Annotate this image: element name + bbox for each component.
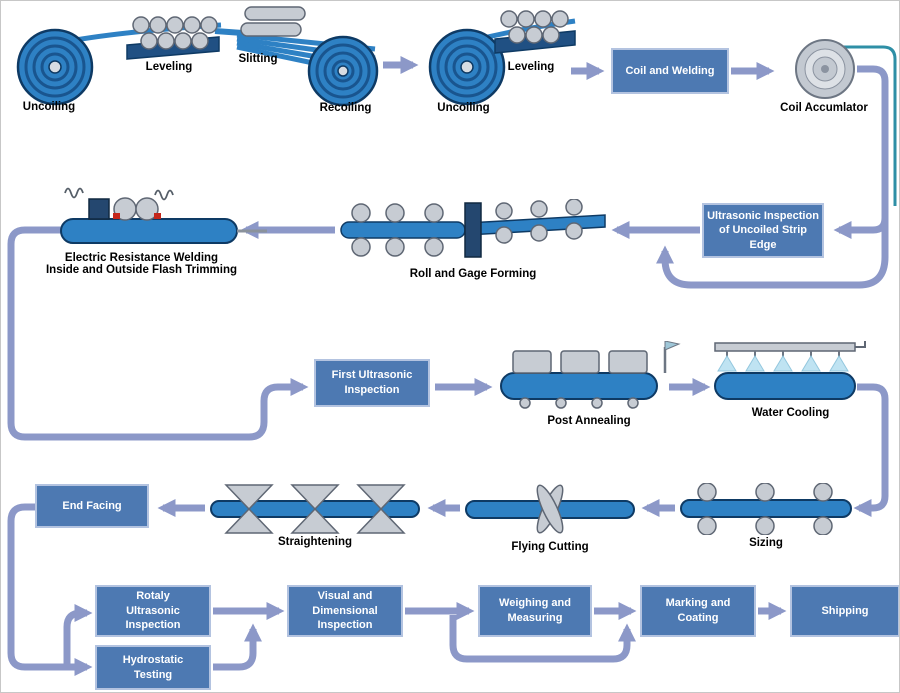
connector-accumulator-to-ultrasonic-edge xyxy=(833,65,889,240)
formed-tube xyxy=(340,221,466,239)
label-water-cooling: Water Cooling xyxy=(751,407,830,419)
uncoiling-coil-1 xyxy=(16,28,94,106)
straightening-rolls xyxy=(224,484,406,534)
leveling-rollers-1 xyxy=(126,16,220,60)
recoiling-coil xyxy=(307,35,379,107)
box-weighing-measuring: Weighing and Measuring xyxy=(478,585,592,637)
electric-resistance-welding-illustration xyxy=(60,187,267,244)
support-wheels xyxy=(519,397,639,409)
box-visual-dimensional-inspection: Visual and Dimensional Inspection xyxy=(287,585,403,637)
box-shipping: Shipping xyxy=(790,585,899,637)
connector-hydrostatic-merge xyxy=(213,623,263,671)
label-uncoiling-2: Uncoiling xyxy=(437,102,490,114)
label-roll-gage-forming: Roll and Gage Forming xyxy=(409,268,537,280)
cutting-discs xyxy=(536,484,564,534)
connector-end-facing-to-hydrostatic xyxy=(7,503,93,677)
label-leveling-1: Leveling xyxy=(145,61,193,73)
sizing-rollers xyxy=(697,483,833,535)
label-sizing: Sizing xyxy=(749,537,783,549)
strip-line-accumulator xyxy=(813,45,897,206)
label-erw-line2: Inside and Outside Flash Trimming xyxy=(45,264,238,276)
sizing-pipe xyxy=(680,499,852,518)
cooling-pipe xyxy=(714,372,856,400)
annealing-pipe xyxy=(500,372,658,400)
slitting-rollers xyxy=(240,6,306,37)
label-erw: Electric Resistance Welding Inside and O… xyxy=(19,252,264,276)
welded-pipe xyxy=(60,218,238,244)
connector-water-cooling-to-sizing xyxy=(853,383,889,518)
spray-nozzles xyxy=(717,351,849,372)
temperature-sensor xyxy=(663,341,681,373)
sizing-illustration xyxy=(680,483,852,535)
connector-erw-to-first-ultrasonic xyxy=(7,226,309,441)
box-end-facing: End Facing xyxy=(35,484,149,528)
label-recoiling: Recoiling xyxy=(319,102,372,114)
label-post-annealing: Post Annealing xyxy=(547,415,631,427)
welding-equipment xyxy=(64,187,174,221)
fin-pass-stand xyxy=(464,202,482,258)
straightening-illustration xyxy=(210,484,420,534)
label-uncoiling-1: Uncoiling xyxy=(22,101,76,113)
induction-heaters xyxy=(512,350,648,374)
box-rotary-ultrasonic-inspection: Rotaly Ultrasonic Inspection xyxy=(95,585,211,637)
forming-rollers xyxy=(351,199,583,257)
post-annealing-illustration xyxy=(500,341,681,409)
uncoiling-leveling-slitting-recoiling-illustration xyxy=(16,6,379,107)
spray-bar-feed xyxy=(855,341,866,348)
uncoiling-coil-2 xyxy=(428,28,506,106)
connector-loop-under-weighing xyxy=(449,615,637,663)
box-hydrostatic-testing: Hydrostatic Testing xyxy=(95,645,211,690)
label-erw-line1: Electric Resistance Welding xyxy=(64,252,219,264)
box-marking-coating: Marking and Coating xyxy=(640,585,756,637)
coil-accumulator-illustration xyxy=(795,39,855,99)
label-flying-cutting: Flying Cutting xyxy=(511,541,589,553)
connector-loop-under-ultrasonic-edge xyxy=(655,215,889,289)
flying-cutting-illustration xyxy=(465,484,635,534)
water-cooling-illustration xyxy=(714,341,866,400)
box-ultrasonic-strip-edge: Ultrasonic Inspection of Uncoiled Strip … xyxy=(702,203,824,258)
leveling-rollers-2 xyxy=(494,10,576,54)
connector-branch-to-rotary xyxy=(63,603,93,667)
box-coil-and-welding: Coil and Welding xyxy=(611,48,729,94)
roll-and-gage-forming-illustration xyxy=(340,199,606,258)
uncoiling-leveling-2-illustration xyxy=(428,10,576,106)
label-slitting: Slitting xyxy=(238,53,278,65)
label-straightening: Straightening xyxy=(277,536,353,548)
box-first-ultrasonic-inspection: First Ultrasonic Inspection xyxy=(314,359,430,407)
spray-bar xyxy=(714,342,856,352)
label-coil-accumulator: Coil Accumlator xyxy=(780,102,868,114)
label-leveling-2: Leveling xyxy=(507,61,555,73)
